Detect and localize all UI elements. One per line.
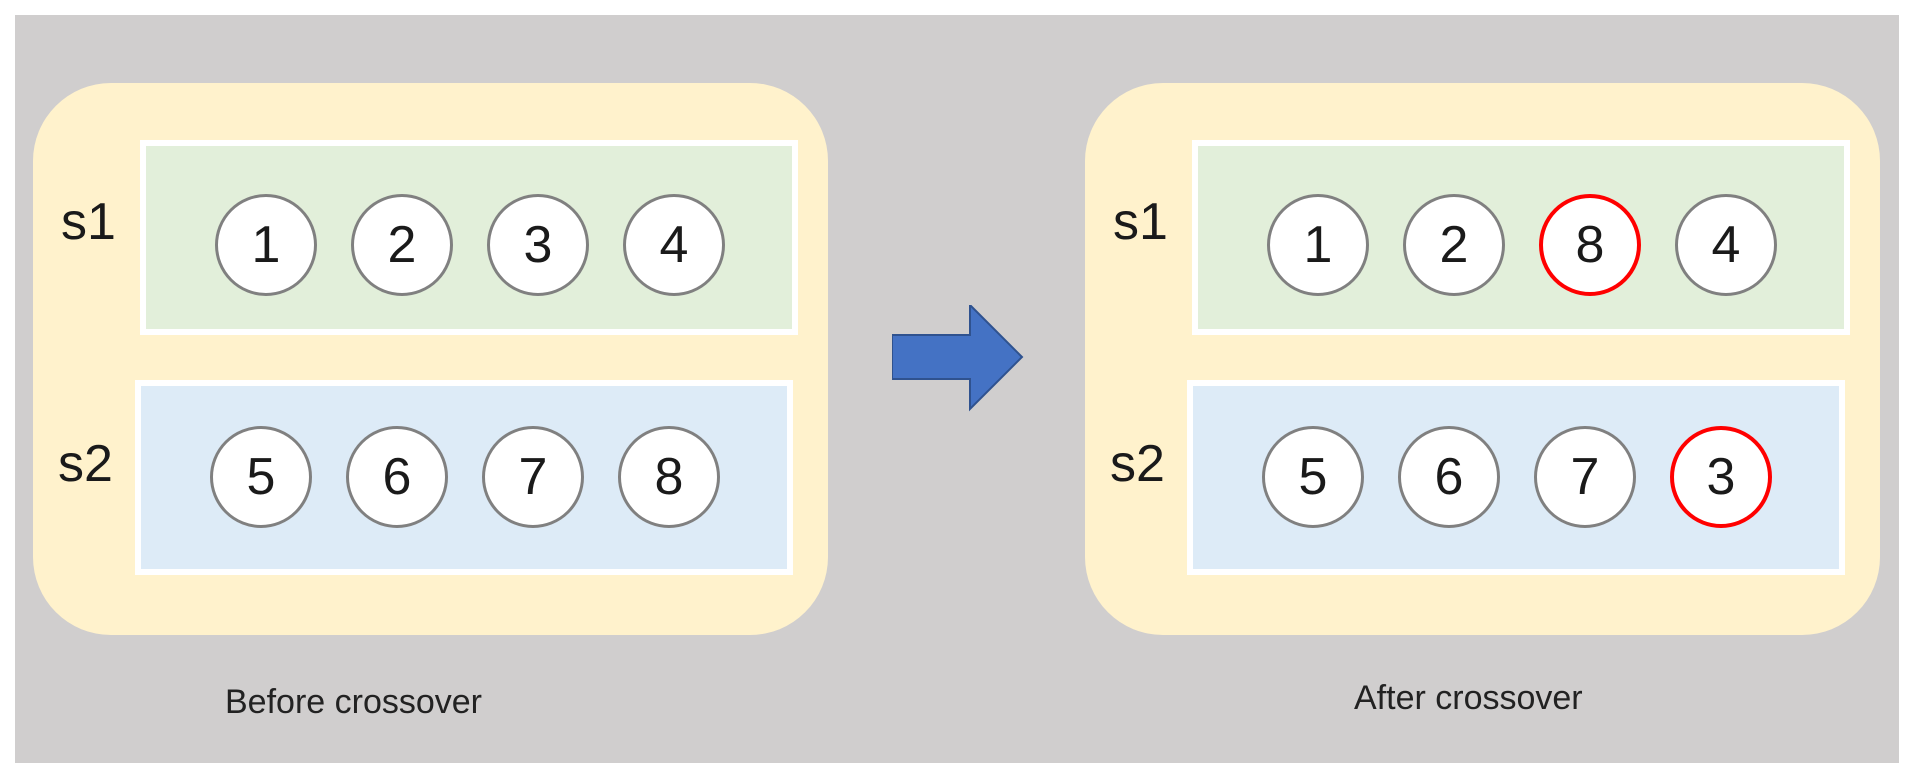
s2-strip: 5 6 7 8	[135, 380, 793, 575]
gene-circle: 2	[351, 194, 453, 296]
before-caption: Before crossover	[225, 683, 482, 721]
s2-strip: 5 6 7 3	[1187, 380, 1845, 575]
gene-circle: 1	[1267, 194, 1369, 296]
gene-circle: 7	[1534, 426, 1636, 528]
s2-label: s2	[58, 435, 113, 493]
swapped-gene-circle: 8	[1539, 194, 1641, 296]
gene-circle: 6	[1398, 426, 1500, 528]
gene-circle: 5	[210, 426, 312, 528]
s1-strip: 1 2 3 4	[140, 140, 798, 335]
gene-circle: 3	[487, 194, 589, 296]
before-panel: s1 1 2 3 4 s2 5 6 7 8	[33, 83, 828, 635]
s1-label: s1	[61, 193, 116, 251]
gene-circle: 4	[623, 194, 725, 296]
s1-strip: 1 2 8 4	[1192, 140, 1850, 335]
gene-circle: 4	[1675, 194, 1777, 296]
after-panel: s1 1 2 8 4 s2 5 6 7 3	[1085, 83, 1880, 635]
after-caption: After crossover	[1354, 679, 1583, 717]
s2-label: s2	[1110, 435, 1165, 493]
right-arrow-icon	[892, 305, 1024, 412]
gene-circle: 6	[346, 426, 448, 528]
gene-circle: 2	[1403, 194, 1505, 296]
gene-circle: 7	[482, 426, 584, 528]
gene-circle: 5	[1262, 426, 1364, 528]
s1-label: s1	[1113, 193, 1168, 251]
diagram-canvas: s1 1 2 3 4 s2 5 6 7 8 Before crossover s…	[15, 15, 1899, 763]
gene-circle: 1	[215, 194, 317, 296]
swapped-gene-circle: 3	[1670, 426, 1772, 528]
gene-circle: 8	[618, 426, 720, 528]
